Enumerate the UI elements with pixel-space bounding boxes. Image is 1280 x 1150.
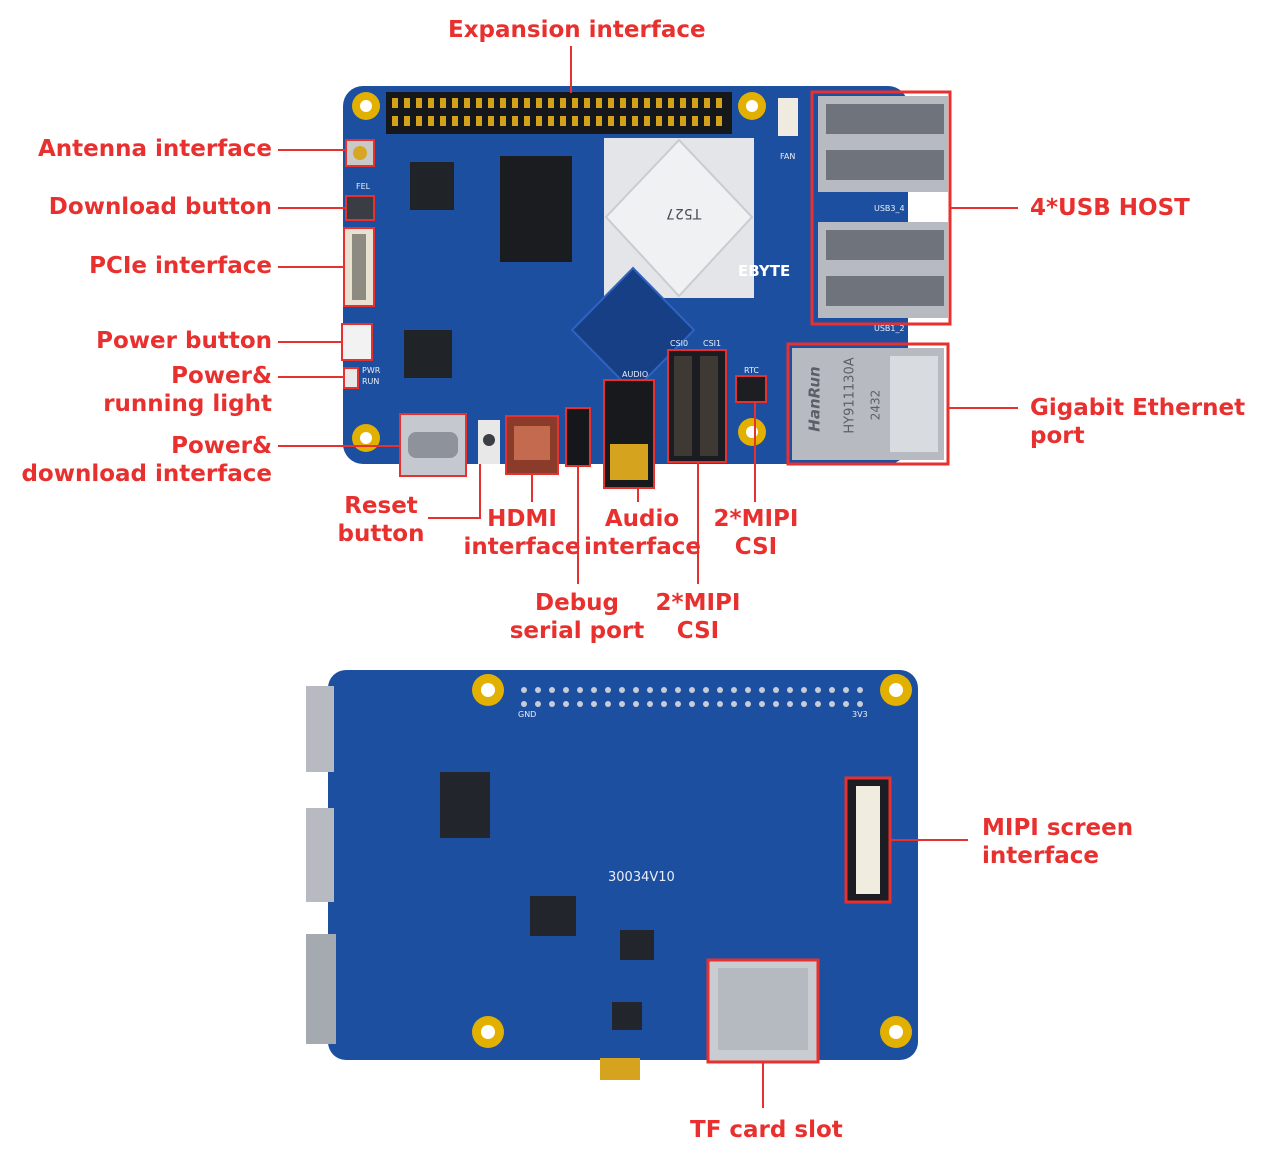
usb-label: 4*USB HOST	[1030, 195, 1190, 221]
pmic-chip	[404, 330, 452, 378]
ethernet-label-2: port	[1030, 423, 1085, 449]
eth-model-marking: HY911130A	[842, 357, 858, 434]
usb12-marking: USB1_2	[874, 324, 905, 333]
rtc-connector	[735, 375, 767, 403]
soc-marking: T527	[666, 205, 702, 221]
side-port	[306, 808, 334, 902]
bottom-board	[328, 670, 918, 1060]
power-button-label: Power button	[96, 328, 272, 354]
eth-brand-marking: HanRun	[805, 366, 824, 432]
side-port	[306, 934, 336, 1044]
eth-code-marking: 2432	[868, 389, 883, 421]
audio-marking: AUDIO	[622, 370, 649, 379]
ethernet-port	[786, 342, 950, 466]
reset-leader	[428, 464, 481, 519]
tf-card-label: TF card slot	[690, 1117, 843, 1143]
csi-b-label-2: CSI	[676, 618, 720, 644]
audio-jack-back	[600, 1058, 640, 1080]
back-chip	[530, 896, 576, 936]
ethernet-label-1: Gigabit Ethernet	[1030, 395, 1246, 421]
mounting-hole-back	[472, 674, 912, 1048]
power-download-label-1: Power&	[171, 433, 272, 459]
usb34-marking: USB3_4	[874, 204, 905, 213]
fan-connector	[778, 98, 798, 136]
hdmi-label-2: interface	[463, 534, 581, 560]
power-light-label-1: Power&	[171, 363, 272, 389]
mipi-screen-label-2: interface	[982, 843, 1099, 869]
fan-marking: FAN	[780, 152, 796, 161]
expansion-label: Expansion interface	[448, 17, 706, 43]
csi-b-label-1: 2*MIPI	[655, 590, 741, 616]
hdmi-label-1: HDMI	[487, 506, 557, 532]
pwr-marking: PWR	[362, 366, 381, 375]
usb-stacks	[810, 90, 952, 326]
fel-marking: FEL	[356, 182, 371, 191]
gpio-pads-back	[521, 687, 863, 707]
csi1-marking: CSI1	[703, 339, 722, 348]
brand-marking: EBYTE	[738, 262, 791, 280]
mipi-screen-label-1: MIPI screen	[982, 815, 1134, 841]
debug-label-2: serial port	[509, 618, 645, 644]
csi0-marking: CSI0	[670, 339, 689, 348]
ram-chip	[500, 156, 572, 262]
reset-label-1: Reset	[344, 493, 418, 519]
back-chip	[440, 772, 490, 838]
audio-label-2: interface	[584, 534, 701, 560]
rtc-marking: RTC	[744, 366, 759, 375]
leader-lines	[278, 46, 1018, 1108]
back-rev-marking: 30034V10	[608, 870, 675, 885]
wifi-module	[410, 162, 454, 210]
debug-label-1: Debug	[535, 590, 619, 616]
download-button-label: Download button	[48, 194, 272, 220]
csi-a-label-1: 2*MIPI	[713, 506, 799, 532]
download-button-part	[345, 195, 375, 221]
side-port	[306, 686, 334, 772]
antenna-label: Antenna interface	[38, 136, 272, 162]
reset-label-2: button	[337, 521, 425, 547]
power-button-part	[341, 323, 373, 361]
v33-marking: 3V3	[852, 710, 868, 719]
run-marking: RUN	[362, 377, 380, 386]
gnd-marking: GND	[518, 710, 537, 719]
csi-a-label-2: CSI	[734, 534, 778, 560]
power-download-label-2: download interface	[21, 461, 272, 487]
led-indicator	[343, 367, 359, 389]
back-chip	[620, 930, 654, 960]
power-light-label-2: running light	[103, 391, 272, 417]
pcie-label: PCIe interface	[89, 253, 272, 279]
audio-label-1: Audio	[604, 506, 680, 532]
back-chip	[612, 1002, 642, 1030]
gpio-header	[386, 92, 732, 134]
debug-header	[565, 407, 591, 467]
